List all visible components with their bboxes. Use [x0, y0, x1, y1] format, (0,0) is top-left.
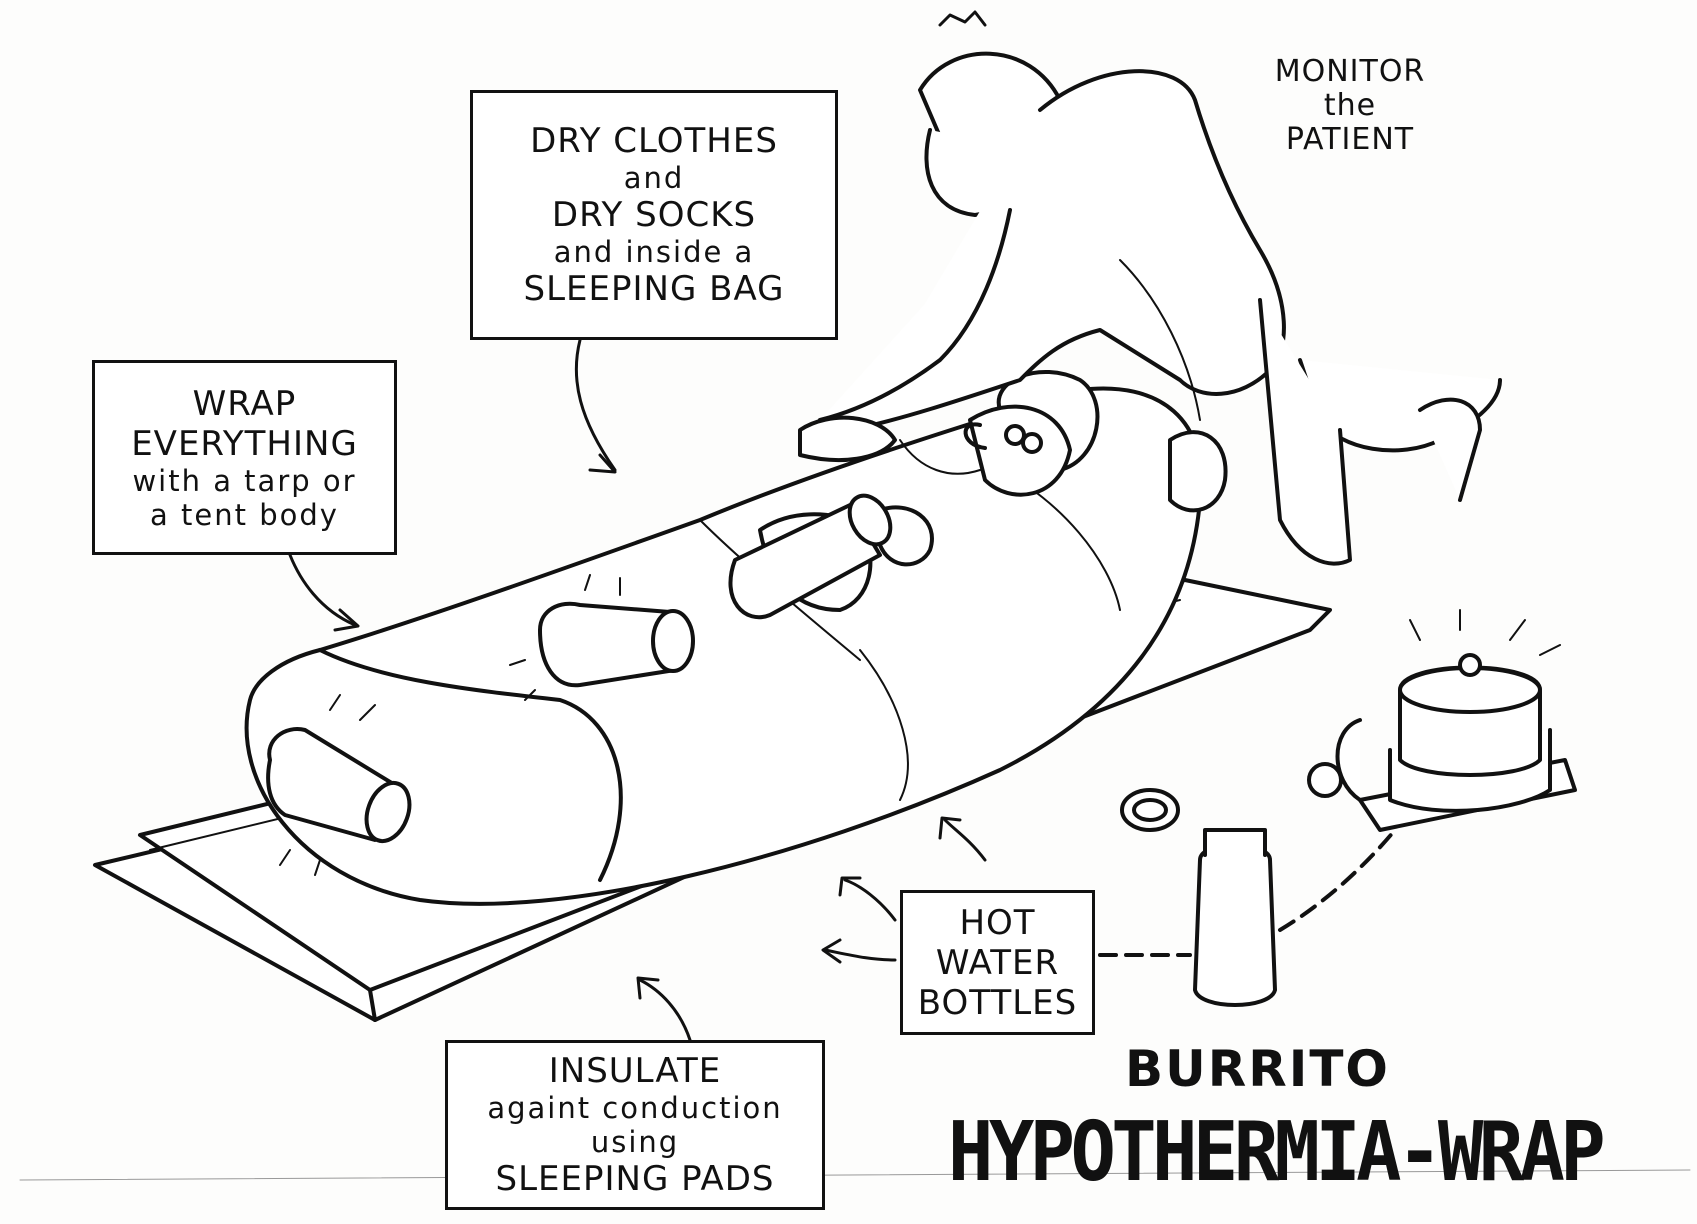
arrow-hot-3	[823, 940, 895, 962]
callout-insulate-line-2: againt conduction	[487, 1091, 782, 1125]
callout-insulate-line-3: using	[591, 1125, 679, 1159]
callout-dry-line-4: and inside a	[554, 235, 755, 269]
callout-hot-water-bottles: HOT WATER BOTTLES	[900, 890, 1095, 1035]
arrow-dry	[576, 340, 615, 472]
callout-insulate-line-4: SLEEPING PADS	[496, 1159, 775, 1199]
callout-monitor-patient: MONITOR the PATIENT	[1265, 55, 1435, 157]
callout-wrap-line-2: EVERYTHING	[131, 424, 358, 464]
stove	[1309, 610, 1575, 830]
arrow-insulate	[638, 978, 690, 1040]
callout-insulate: INSULATE againt conduction using SLEEPIN…	[445, 1040, 825, 1210]
callout-hot-line-1: HOT	[959, 903, 1035, 943]
arrow-hot-1	[940, 818, 985, 860]
callout-wrap-everything: WRAP EVERYTHING with a tarp or a tent bo…	[92, 360, 397, 555]
callout-monitor-line-1: MONITOR	[1265, 55, 1435, 89]
dashed-line-stove	[1280, 830, 1395, 930]
callout-wrap-line-4: a tent body	[150, 498, 339, 532]
callout-wrap-line-3: with a tarp or	[132, 464, 356, 498]
callout-dry-line-3: DRY SOCKS	[552, 195, 756, 235]
title-burrito: BURRITO	[1125, 1040, 1390, 1098]
arrow-wrap	[290, 555, 358, 630]
arrow-hot-2	[840, 878, 895, 920]
callout-insulate-line-1: INSULATE	[549, 1051, 722, 1091]
title-hypothermia-wrap: HYPOTHERMIA-WRAP	[948, 1105, 1601, 1200]
water-bottle	[1122, 790, 1275, 1005]
callout-hot-line-2: WATER	[936, 943, 1059, 983]
callout-monitor-line-2: the	[1265, 89, 1435, 123]
callout-monitor-line-3: PATIENT	[1265, 123, 1435, 157]
callout-wrap-line-1: WRAP	[193, 384, 297, 424]
callout-dry-line-2: and	[624, 161, 685, 195]
callout-dry-clothes: DRY CLOTHES and DRY SOCKS and inside a S…	[470, 90, 838, 340]
callout-dry-line-1: DRY CLOTHES	[530, 121, 778, 161]
callout-hot-line-3: BOTTLES	[918, 983, 1077, 1023]
callout-dry-line-5: SLEEPING BAG	[524, 269, 785, 309]
